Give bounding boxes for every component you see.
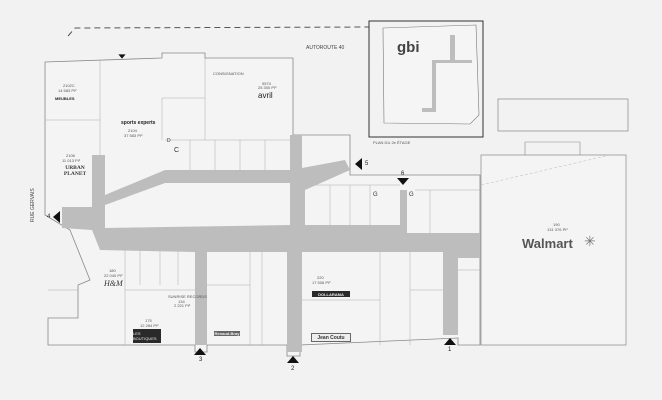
autoroute-40-label: AUTOROUTE 40 <box>306 45 345 51</box>
hm-logo: H&M <box>104 279 123 288</box>
unit-area: 131 376 PI² <box>547 227 568 232</box>
unit-area: 37 583 PI² <box>124 133 143 138</box>
entrance-4-label: 4 <box>47 214 51 220</box>
unit-number: 2106 <box>66 153 75 158</box>
inset-corridor <box>422 35 472 112</box>
unit-number: 190 <box>553 222 560 227</box>
entrance-north-icon[interactable] <box>118 54 126 59</box>
gbi-logo: gbi <box>397 39 420 56</box>
marker-d: D <box>167 138 171 144</box>
entrance-5-icon[interactable] <box>355 158 362 170</box>
avril-logo: avril <box>258 91 273 100</box>
unit-area: 11 013 PI² <box>62 158 81 163</box>
entrance-2-label: 2 <box>291 366 295 372</box>
unit-area: 14 583 PI² <box>58 88 77 93</box>
unit-number: 9574 <box>262 81 271 86</box>
entrance-3-icon[interactable] <box>194 348 206 355</box>
boutique-logo: LES BOUTIQUES <box>133 329 161 343</box>
sunrise-records-label: SUNRISE RECORDS <box>168 294 207 299</box>
unit-area: 2 221 PI² <box>174 303 191 308</box>
corridors <box>62 135 480 352</box>
walmart-store <box>480 154 627 346</box>
walmart-diagonal <box>480 154 611 186</box>
entrance-6-label: 6 <box>401 171 405 177</box>
walmart-spark-icon: ✳ <box>584 233 596 249</box>
walmart-logo: Walmart <box>522 236 573 251</box>
unit-area: 17 506 PI² <box>312 280 331 285</box>
unit-number: 2104 <box>128 128 137 133</box>
parking-structure <box>497 98 629 132</box>
unit-number: 180 <box>109 268 116 273</box>
renaud-bray-logo: Renaud-Bray <box>214 331 240 336</box>
entrance-1-label: 1 <box>448 347 452 353</box>
rue-gervais-label: RUE GERVAIS <box>30 188 36 222</box>
marker-g: G <box>373 192 378 198</box>
sports-experts-logo: sports experts <box>121 120 156 126</box>
entrance-4-icon[interactable] <box>53 211 60 223</box>
unit-area: 12 284 PI² <box>140 323 159 328</box>
dollarama-logo: DOLLARAMA <box>312 291 350 297</box>
unit-number: 220 <box>317 275 324 280</box>
walmart-annex <box>524 141 581 155</box>
unit-area: 22 040 PI² <box>104 273 123 278</box>
access-road-line <box>67 26 371 37</box>
entrance-1-icon[interactable] <box>444 338 456 345</box>
unit-number: 175 <box>145 318 152 323</box>
entrance-5-label: 5 <box>365 161 369 167</box>
entrance-2-icon[interactable] <box>287 356 299 363</box>
meubles-logo: MEUBLES <box>55 96 75 101</box>
unit-name: CONSIGNATION <box>213 71 244 76</box>
entrance-6-icon[interactable] <box>397 178 409 185</box>
unit-number: 134 <box>178 299 185 304</box>
marker-g: G <box>409 192 414 198</box>
entrance-3-label: 3 <box>199 357 203 363</box>
marker-c: C <box>174 147 180 154</box>
jean-coutu-logo: Jean Coutu <box>311 333 351 342</box>
unit-number: 2102C <box>63 83 75 88</box>
inset-caption: PLAN DU 2e ÉTAGE <box>373 140 411 145</box>
urban-planet-logo: URBAN PLANET <box>63 165 87 177</box>
unit-area: 25 300 PI² <box>258 85 277 90</box>
